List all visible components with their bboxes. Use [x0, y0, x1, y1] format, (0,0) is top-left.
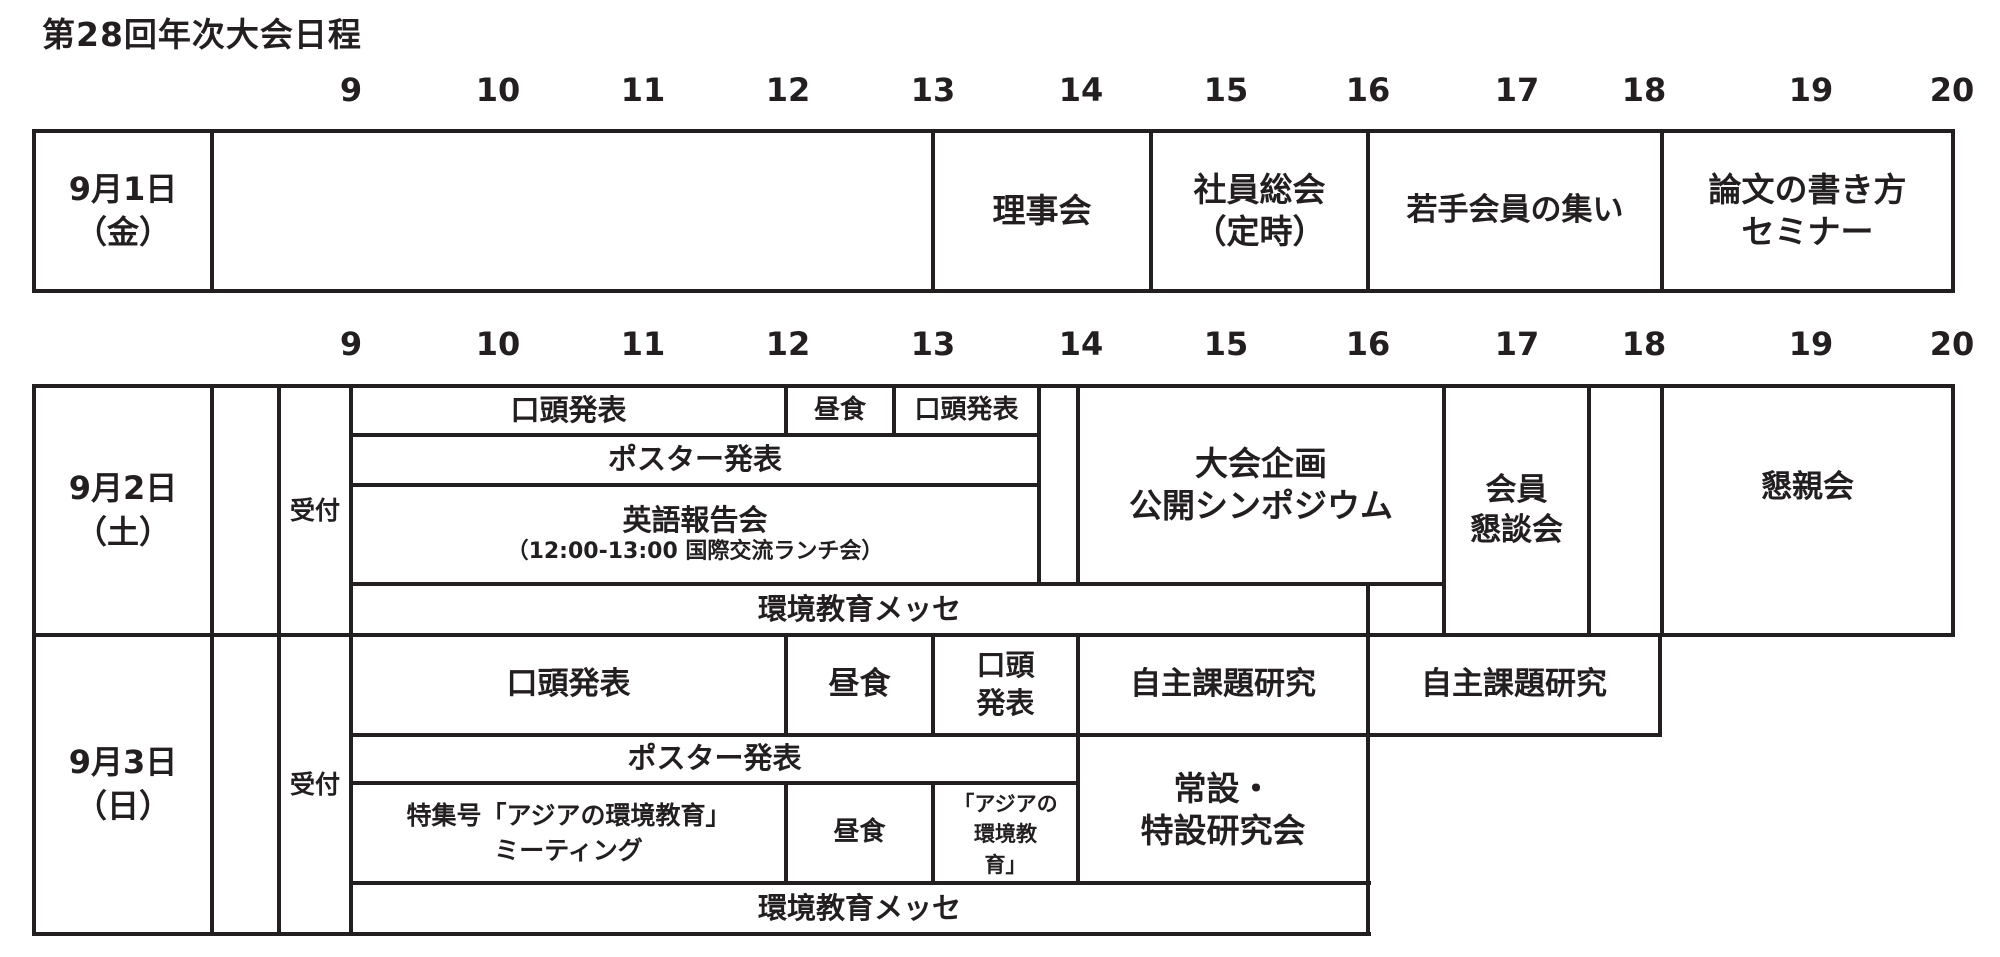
hour-label: 16: [1345, 71, 1391, 109]
event-title-line2: セミナー: [1741, 212, 1874, 251]
event-public-symposium: 大会企画 公開シンポジウム: [1080, 388, 1442, 582]
date-label: 9月1日: [68, 169, 178, 208]
event-young-members: 若手会員の集い: [1406, 192, 1624, 229]
day2-reception: 受付: [289, 495, 340, 525]
hour-label: 11: [620, 71, 666, 109]
day3-date-cell: 9月3日 （日）: [36, 637, 210, 932]
hour-label: 10: [475, 71, 521, 109]
page-title: 第28回年次大会日程: [42, 15, 362, 54]
date-label: 9月3日: [68, 743, 178, 782]
hour-label: 17: [1494, 325, 1540, 363]
event-environmental-education-messe: 環境教育メッセ: [757, 890, 961, 925]
event-title-line1: 会員: [1485, 471, 1548, 508]
hour-label: 19: [1788, 325, 1834, 363]
event-lunch-2: 昼食: [833, 817, 886, 848]
event-title: 社員総会: [1193, 169, 1326, 209]
hour-label: 12: [765, 325, 811, 363]
event-title-line1: 大会企画: [1195, 443, 1327, 483]
event-poster-presentation: ポスター発表: [627, 741, 802, 776]
event-asia-environmental-education: 「アジアの 環境教 育」: [935, 785, 1076, 881]
event-english-session: 英語報告会 （12:00-13:00 国際交流ランチ会）: [353, 487, 1037, 582]
day3-reception: 受付: [289, 769, 340, 799]
hour-label: 13: [910, 325, 956, 363]
day1-date-cell: 9月1日 （金）: [36, 133, 210, 289]
event-title-line2: 環境教: [974, 822, 1037, 847]
hour-label: 18: [1621, 71, 1667, 109]
event-title-line2: 発表: [976, 686, 1035, 720]
hour-label: 20: [1929, 325, 1975, 363]
date-label: 9月2日: [68, 469, 178, 508]
hour-label: 11: [620, 325, 666, 363]
event-general-assembly: 社員総会 （定時）: [1153, 133, 1366, 289]
hour-label: 12: [765, 71, 811, 109]
hour-label: 10: [475, 325, 521, 363]
event-special-issue-meeting: 特集号「アジアの環境教育」 ミーティング: [353, 785, 784, 881]
event-oral-presentation-short: 口頭 発表: [935, 637, 1076, 733]
hour-label: 14: [1058, 71, 1104, 109]
event-title-line2: 特設研究会: [1140, 811, 1306, 850]
hour-label: 16: [1345, 325, 1391, 363]
hour-label: 20: [1929, 71, 1975, 109]
day2-date-cell: 9月2日 （土）: [36, 388, 210, 633]
event-title-line1: 「アジアの: [953, 792, 1058, 816]
event-title-line1: 常設・: [1173, 768, 1273, 808]
hour-label: 17: [1494, 71, 1540, 109]
event-members-meeting: 会員 懇談会: [1446, 388, 1587, 633]
hour-label: 14: [1058, 325, 1104, 363]
hour-label: 15: [1203, 325, 1249, 363]
hour-label: 19: [1788, 71, 1834, 109]
event-lunch: 昼食: [828, 666, 891, 703]
event-oral-presentation-pm: 口頭発表: [914, 394, 1019, 425]
event-note: （定時）: [1193, 212, 1326, 251]
event-independent-research-1: 自主課題研究: [1130, 666, 1316, 703]
weekday-label: （日）: [74, 786, 171, 825]
event-title-line2: ミーティング: [494, 836, 643, 865]
event-environmental-education-messe: 環境教育メッセ: [757, 591, 961, 626]
event-oral-presentation-am: 口頭発表: [510, 392, 627, 427]
event-note: （12:00-13:00 国際交流ランチ会）: [506, 539, 884, 565]
event-lunch: 昼食: [813, 394, 866, 425]
event-standing-special-research: 常設・ 特設研究会: [1080, 737, 1366, 883]
hour-label: 9: [339, 325, 363, 363]
event-independent-research-2: 自主課題研究: [1421, 666, 1607, 703]
event-title-line2: 懇談会: [1470, 511, 1563, 548]
event-board-meeting: 理事会: [992, 190, 1092, 230]
event-title-line2: 公開シンポジウム: [1129, 486, 1393, 525]
event-title-line1: 口頭: [976, 648, 1035, 683]
event-oral-presentation: 口頭発表: [506, 666, 631, 703]
hour-label: 15: [1203, 71, 1249, 109]
weekday-label: （金）: [74, 213, 171, 251]
event-title-line3: 育」: [984, 852, 1027, 877]
hour-label: 9: [339, 71, 363, 109]
event-title-line1: 論文の書き方: [1708, 169, 1907, 209]
event-poster-presentation: ポスター発表: [607, 442, 782, 477]
hour-label: 18: [1621, 325, 1667, 363]
hour-label: 13: [910, 71, 956, 109]
event-title: 英語報告会: [622, 503, 768, 538]
event-writing-seminar: 論文の書き方 セミナー: [1664, 133, 1951, 289]
weekday-label: （土）: [74, 512, 171, 551]
event-banquet: 懇親会: [1761, 469, 1854, 506]
event-title-line1: 特集号「アジアの環境教育」: [406, 801, 731, 830]
